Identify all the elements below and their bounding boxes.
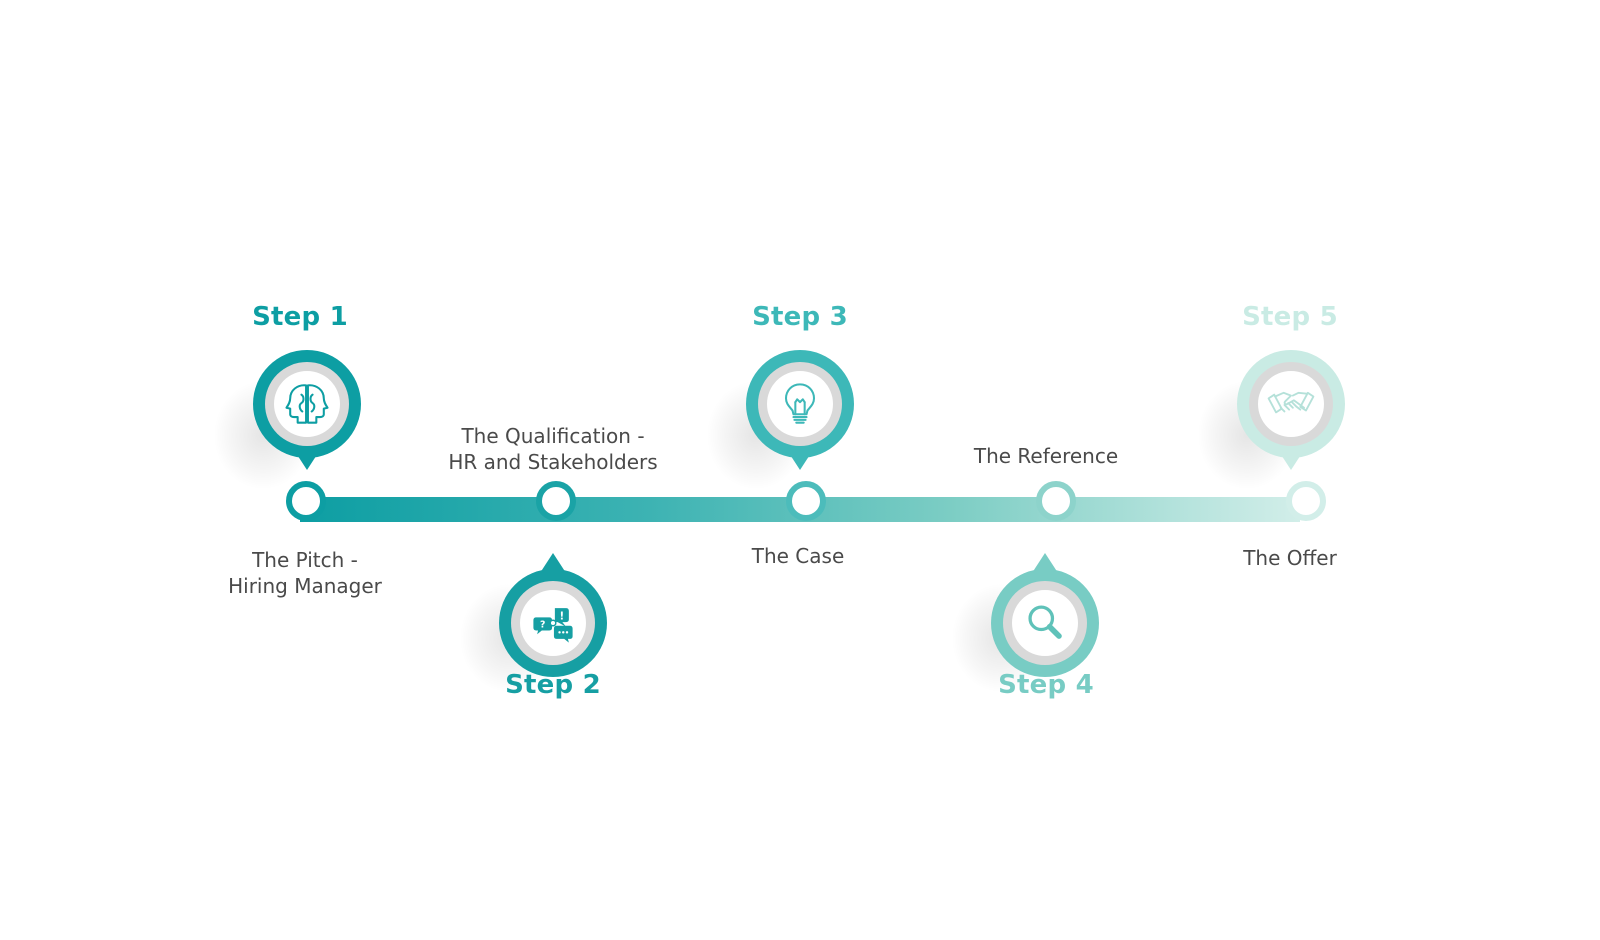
step-1-pin	[213, 350, 361, 490]
step-5-pin	[1197, 350, 1345, 490]
lightbulb-icon	[784, 383, 816, 424]
step-4-caption: The Reference	[974, 443, 1118, 469]
two-heads-icon	[285, 384, 329, 424]
step-4-label: Step 4	[998, 670, 1094, 700]
timeline-node-1	[286, 481, 326, 521]
svg-text:!: !	[560, 610, 565, 622]
timeline-node-3	[786, 481, 826, 521]
step-3-caption: The Case	[752, 543, 845, 569]
step-1-caption: The Pitch - Hiring Manager	[228, 547, 382, 599]
step-1-caption-line-2: Hiring Manager	[228, 574, 382, 598]
timeline-node-4	[1036, 481, 1076, 521]
timeline-node-5	[1286, 481, 1326, 521]
step-4-caption-line-1: The Reference	[973, 444, 1119, 468]
step-5-caption: The Offer	[1243, 545, 1337, 571]
step-3-pin	[706, 350, 854, 490]
step-3-caption-line-1: The Case	[751, 544, 845, 568]
svg-text:?: ?	[540, 620, 545, 631]
timeline-node-2	[536, 481, 576, 521]
handshake-icon	[1267, 391, 1315, 414]
step-5-caption-line-1: The Offer	[1243, 546, 1337, 570]
step-5-label: Step 5	[1242, 302, 1338, 332]
step-3-label: Step 3	[752, 302, 848, 332]
chat-bubbles-icon: ! ?	[533, 608, 573, 643]
step-1-label: Step 1	[252, 302, 348, 332]
step-1-caption-line-1: The Pitch -	[252, 548, 358, 572]
step-2-label: Step 2	[505, 670, 601, 700]
step-2-caption-line-2: HR and Stakeholders	[448, 450, 658, 474]
step-4-pin	[951, 553, 1099, 693]
step-2-caption-line-1: The Qualification -	[461, 424, 645, 448]
step-2-pin: ! ?	[459, 553, 607, 693]
magnifier-icon	[1028, 605, 1062, 639]
step-2-caption: The Qualification - HR and Stakeholders	[448, 423, 657, 475]
